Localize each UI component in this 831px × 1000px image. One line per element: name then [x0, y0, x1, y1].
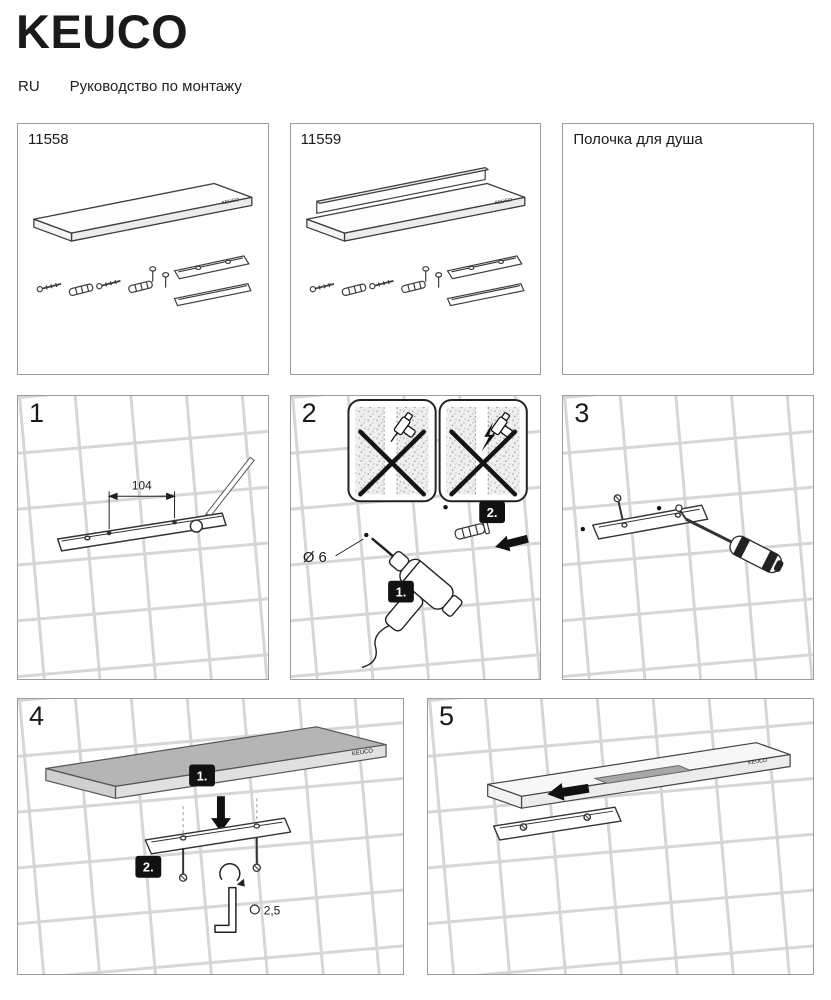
- shelf-illustration: [33, 182, 253, 242]
- product-title: Полочка для душа: [573, 131, 703, 148]
- svg-text:1.: 1.: [197, 768, 208, 783]
- hex-key-illustration: [214, 862, 245, 934]
- product-diagram-11559: KEUCO: [305, 167, 526, 307]
- crack-icon: [480, 421, 495, 452]
- step-panel-1: 1: [17, 395, 269, 680]
- step3-diagram: [563, 396, 814, 679]
- shelf-illustration: [45, 726, 387, 799]
- svg-text:2.: 2.: [486, 505, 497, 520]
- step-number: 3: [574, 398, 590, 428]
- product-row: 11558 KEUCO: [17, 123, 815, 375]
- screw-illustration: [252, 837, 261, 872]
- product-panel-11559: 11559 KEUCO: [289, 123, 542, 375]
- bracket-illustration: [446, 255, 523, 280]
- steps-row-2: 4 KEUCO 1.: [17, 698, 814, 975]
- step2-diagram: Ø 6 1.: [290, 396, 541, 679]
- product-id: 11559: [300, 131, 342, 148]
- product-id: 11558: [28, 131, 69, 148]
- step-tag-2: 2.: [135, 855, 162, 878]
- anchor-dowel-illustration: [454, 520, 490, 540]
- steps-row-1: 1: [17, 395, 815, 680]
- step-number: 1: [29, 398, 45, 428]
- slide-direction-arrow: [547, 782, 590, 801]
- diameter-callout: Ø 6: [303, 538, 364, 566]
- manual-subtitle-row: RU Руководство по монтажу: [18, 78, 242, 95]
- dimension-label: 104: [132, 478, 152, 492]
- screw-illustration: [178, 847, 188, 882]
- svg-text:2.: 2.: [143, 860, 154, 875]
- step-number: 4: [29, 701, 45, 731]
- shelf-rail-illustration: [315, 167, 489, 214]
- drill-mark-dot: [580, 526, 586, 532]
- shelf-illustration: [305, 182, 526, 242]
- language-code: RU: [18, 78, 40, 95]
- step-panel-4: 4 KEUCO 1.: [17, 698, 404, 975]
- rail-illustration: [173, 283, 252, 307]
- manual-subtitle: Руководство по монтажу: [69, 78, 242, 95]
- hex-size-callout: 2,5: [249, 903, 281, 917]
- screw-illustration: [675, 504, 688, 520]
- screwdriver-illustration: [685, 517, 784, 574]
- step4-diagram: KEUCO 1.: [18, 699, 403, 974]
- step-tag-1: 1.: [189, 764, 215, 787]
- anchors-screws-illustration: [36, 280, 153, 296]
- hex-size-label: 2,5: [264, 903, 281, 917]
- screws-illustration: [421, 266, 442, 288]
- shelf-logo-text: KEUCO: [494, 197, 513, 206]
- anchors-screws-illustration: [309, 280, 426, 296]
- shelf-logo-text: KEUCO: [352, 748, 374, 757]
- product-diagram-11558: KEUCO: [33, 182, 253, 307]
- step1-diagram: 104: [18, 396, 268, 679]
- warning-pictogram-edge: [438, 398, 528, 503]
- bracket-housing: [593, 765, 693, 784]
- bracket-plate-illustration: [144, 817, 292, 855]
- step-tag-1: 1.: [387, 580, 414, 603]
- screws-illustration: [149, 266, 170, 288]
- wall-rail-illustration: [56, 512, 227, 552]
- bracket-plate-illustration: [492, 806, 622, 841]
- screw-illustration: [613, 494, 624, 520]
- tile-grid: [428, 699, 813, 974]
- drill-mark-dot: [443, 505, 448, 510]
- bracket-illustration: [173, 255, 250, 280]
- drill-mark-dot: [363, 532, 369, 538]
- step5-diagram: KEUCO: [428, 699, 813, 974]
- product-panel-11558: 11558 KEUCO: [17, 123, 269, 375]
- step-number: 5: [439, 701, 455, 731]
- step-panel-3: 3: [562, 395, 815, 680]
- product-title-panel: Полочка для душа: [562, 123, 815, 375]
- diameter-label: Ø 6: [303, 550, 327, 566]
- shelf-logo-text: KEUCO: [221, 197, 240, 206]
- shelf-logo-text: KEUCO: [748, 758, 768, 767]
- warning-pictogram-joint: [347, 398, 437, 503]
- insert-direction-arrow: [494, 534, 529, 552]
- svg-text:1.: 1.: [395, 585, 406, 600]
- cross-out-icon: [357, 429, 426, 497]
- step-tag-2: 2.: [478, 501, 505, 524]
- rail-illustration: [446, 283, 525, 307]
- step-panel-2: 2: [289, 395, 542, 680]
- dimension-104: 104: [107, 478, 176, 530]
- bracket-plate-illustration: [592, 504, 709, 540]
- keuco-logo: KEUCO: [16, 5, 189, 58]
- step-number: 2: [301, 398, 317, 428]
- cross-out-icon: [448, 429, 517, 497]
- step-panel-5: 5: [427, 698, 814, 975]
- mount-direction-arrow: [210, 796, 231, 833]
- drill-mark-dot: [657, 506, 662, 511]
- shelf-illustration: [487, 742, 791, 809]
